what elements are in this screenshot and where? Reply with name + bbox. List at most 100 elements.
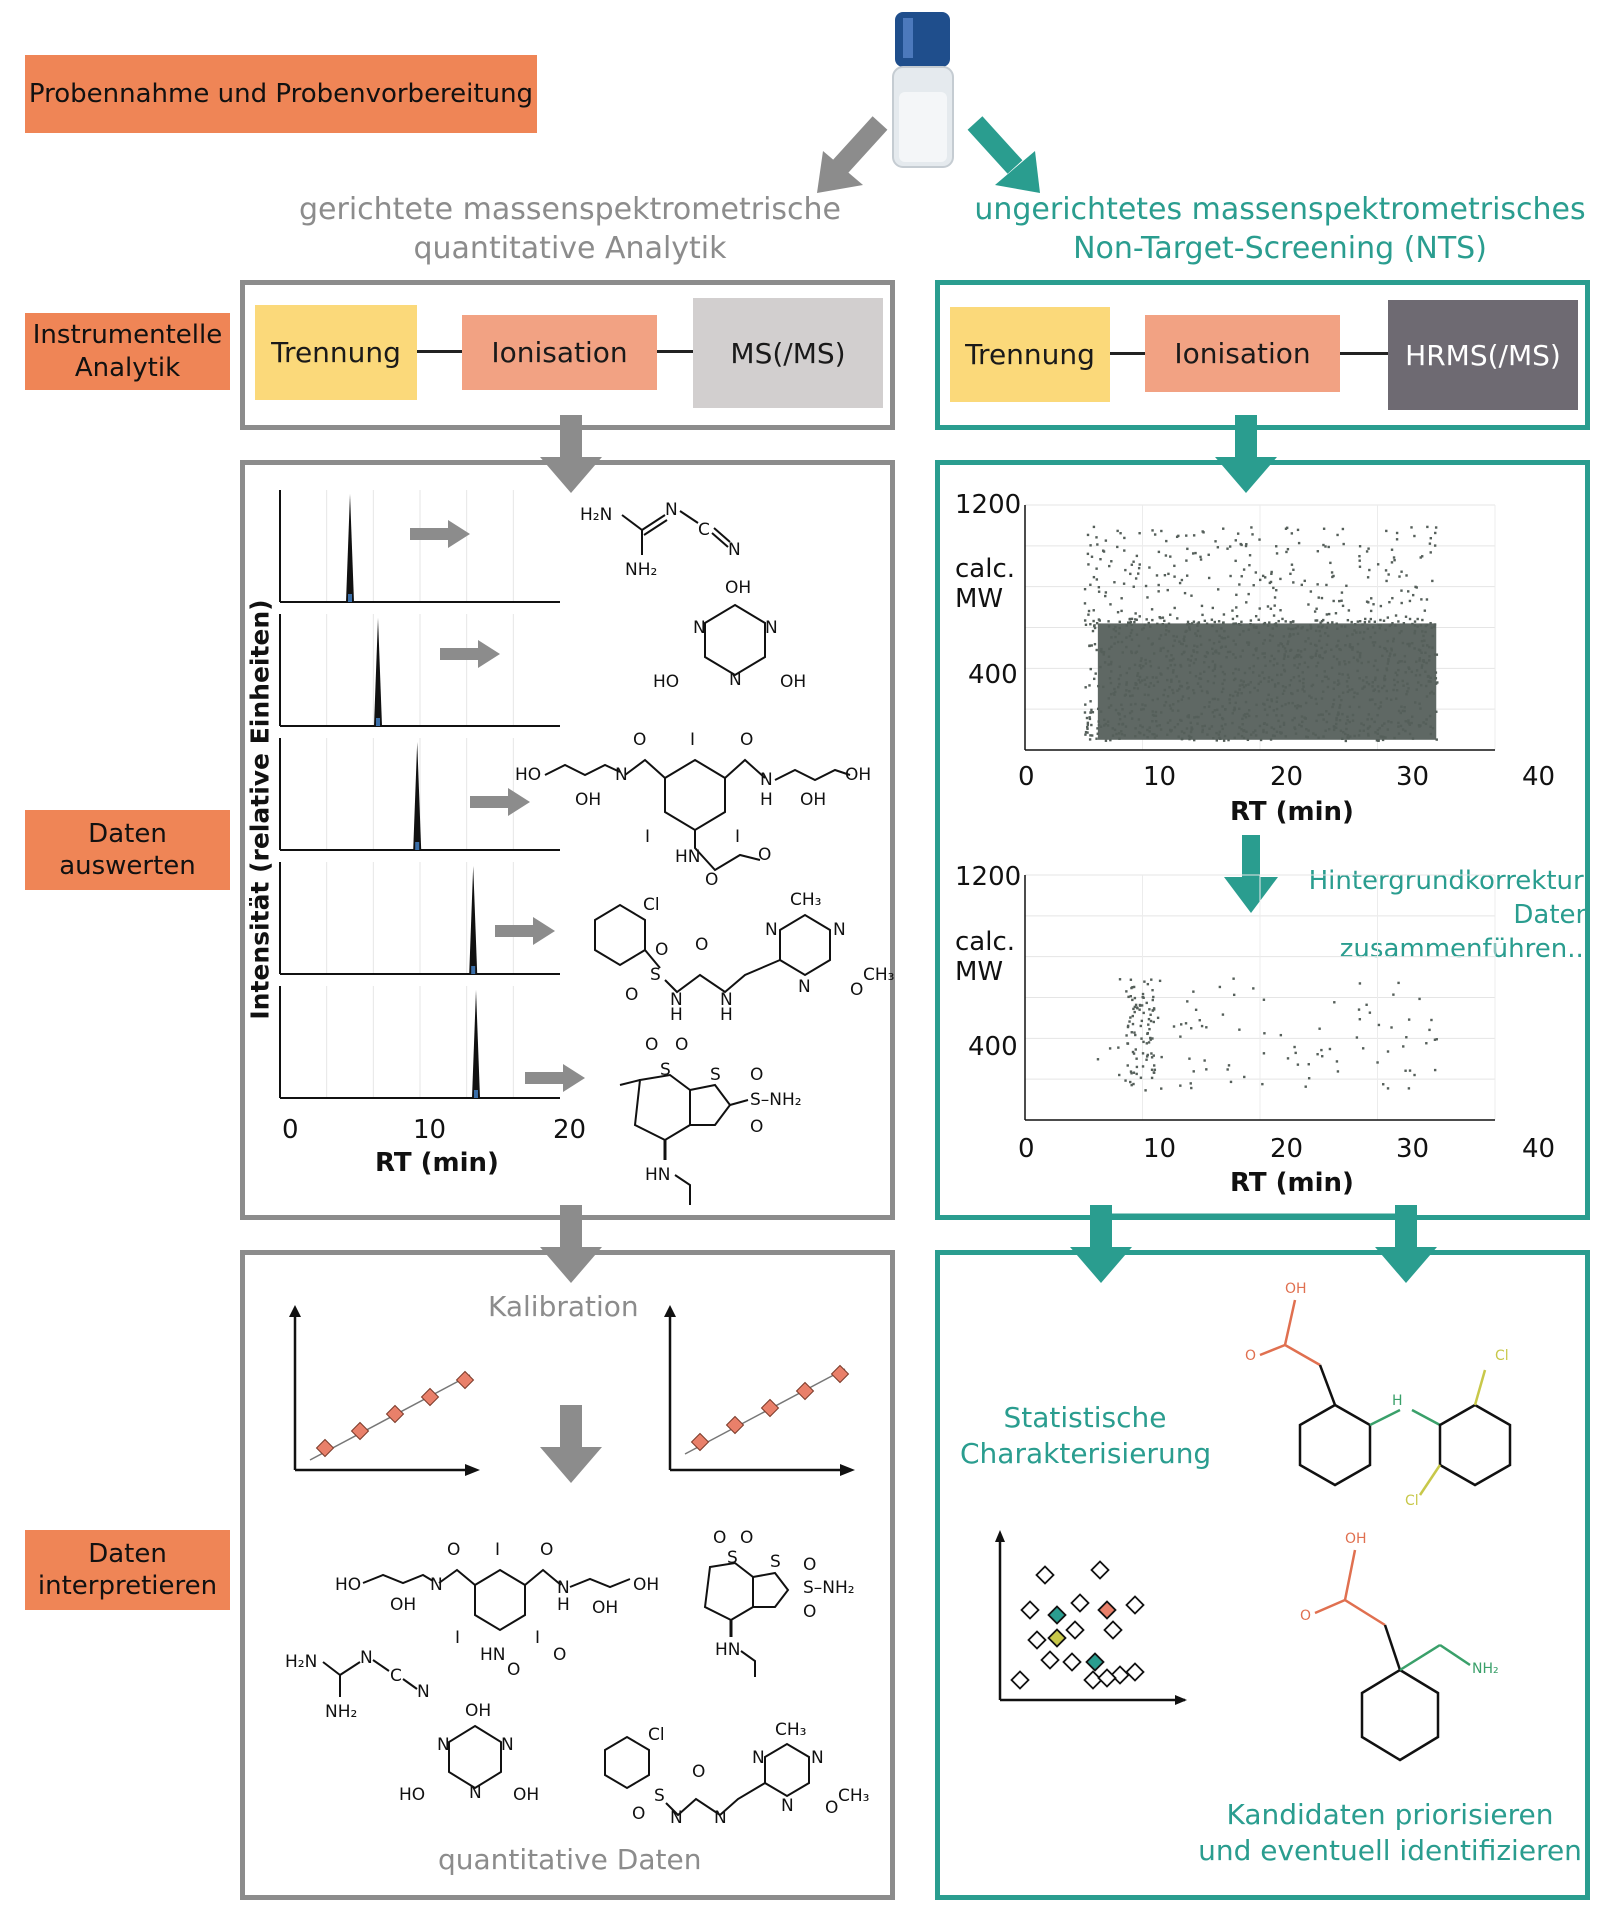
nts-point	[1093, 642, 1097, 646]
nts-point	[1103, 724, 1106, 727]
nts-points	[1083, 525, 1439, 743]
nts-point	[1262, 998, 1266, 1001]
nts-point	[1228, 698, 1231, 701]
nts-point	[1212, 642, 1216, 645]
nts-point	[1411, 715, 1414, 718]
nts-point	[1233, 736, 1236, 739]
nts-point	[1389, 652, 1392, 655]
nts-point	[1187, 714, 1190, 717]
nts-point	[1143, 623, 1147, 627]
nts-point	[1370, 717, 1373, 721]
nts-point	[1366, 732, 1370, 736]
nts-point	[1178, 640, 1181, 643]
nts-point	[1110, 636, 1113, 639]
nts-point	[1146, 1053, 1149, 1057]
nts-point	[1407, 666, 1410, 669]
nts-point	[1226, 1068, 1229, 1071]
nts-point	[1346, 618, 1350, 622]
nts-point	[1387, 573, 1390, 576]
stat-point	[1103, 1620, 1123, 1640]
nts-point	[1408, 723, 1412, 726]
nts-point	[1429, 680, 1432, 683]
nts-point	[1169, 664, 1173, 667]
nts-point	[1275, 589, 1278, 592]
nts-point	[1392, 640, 1395, 643]
stat-point	[1065, 1620, 1085, 1640]
nts-point	[1213, 697, 1217, 701]
nts-point	[1092, 619, 1095, 623]
nts-point	[1348, 643, 1352, 646]
nts-point	[1280, 731, 1283, 735]
nts-point	[1385, 529, 1388, 533]
nts-point	[1150, 608, 1154, 611]
candidate-structure-diclofenac: OH O H Cl Cl	[1245, 1281, 1512, 1509]
nts-point	[1335, 726, 1338, 730]
svg-text:N: N	[501, 1735, 514, 1755]
nts-point	[1322, 735, 1325, 738]
nts-point	[1266, 624, 1270, 627]
nts-point	[1336, 627, 1339, 630]
nts-interpret-box	[935, 1250, 1590, 1900]
nts-point	[1120, 640, 1124, 644]
nts-point	[1151, 732, 1154, 736]
nts-point	[1222, 621, 1225, 625]
nts-point	[1177, 709, 1180, 712]
nts-point	[1242, 714, 1246, 717]
nts-point	[1239, 655, 1242, 658]
nts-point	[1301, 671, 1304, 674]
stat-point	[1085, 1652, 1105, 1672]
nts-point	[1199, 672, 1202, 675]
nts-point	[1095, 536, 1098, 539]
nts-point	[1150, 1068, 1154, 1071]
targeted-title: gerichtete massenspektrometrische quanti…	[299, 192, 841, 266]
nts-point	[1146, 596, 1149, 599]
nts-point	[1358, 654, 1362, 657]
nts-point	[1427, 679, 1431, 683]
nts-point	[1104, 739, 1108, 742]
nts-point	[1154, 720, 1158, 723]
nts-point	[1211, 647, 1214, 650]
nts-point	[1431, 634, 1435, 638]
nts-point	[1210, 725, 1214, 728]
nts-point	[1158, 615, 1161, 619]
nts-point	[1137, 566, 1141, 570]
nts-point	[1347, 737, 1350, 740]
nts-point	[1392, 688, 1395, 692]
nts-point	[1213, 715, 1216, 718]
nts-point	[1338, 661, 1341, 664]
nts-point	[1172, 634, 1175, 638]
chromatogram-panel-5	[279, 986, 560, 1099]
nts-point	[1337, 639, 1340, 643]
nts-point	[1374, 731, 1377, 734]
nts-point	[1324, 650, 1327, 653]
nts-point	[1247, 683, 1250, 686]
svg-text:N: N	[615, 765, 628, 785]
nts-point	[1149, 1013, 1152, 1016]
nts-point	[1277, 682, 1280, 685]
nts-point	[1113, 687, 1116, 691]
nts-point	[1147, 1041, 1151, 1044]
nts-point	[1346, 685, 1349, 688]
nts-point	[1180, 1023, 1183, 1026]
nts-point	[1359, 651, 1362, 655]
nts-point	[1177, 700, 1180, 703]
nts-point	[1118, 620, 1121, 624]
nts-point	[1189, 721, 1192, 724]
nts-point	[1222, 613, 1226, 616]
nts-point	[1417, 681, 1420, 684]
nts-point	[1130, 617, 1134, 621]
nts2-xtick-30: 30	[1396, 1134, 1430, 1164]
svg-text:HN: HN	[480, 1645, 506, 1665]
nts-point	[1391, 622, 1394, 625]
nts-point	[1336, 713, 1339, 717]
stat-xaxis-arrow	[1175, 1695, 1187, 1705]
nts-point	[1241, 717, 1244, 721]
nts-point	[1250, 526, 1253, 529]
nts-point	[1424, 651, 1427, 654]
nts-point	[1337, 682, 1341, 685]
nts-point	[1185, 681, 1189, 685]
nts-point	[1393, 558, 1396, 562]
nts-point	[1238, 707, 1241, 710]
nts-point	[1199, 685, 1202, 688]
nts-point	[1132, 1052, 1136, 1055]
